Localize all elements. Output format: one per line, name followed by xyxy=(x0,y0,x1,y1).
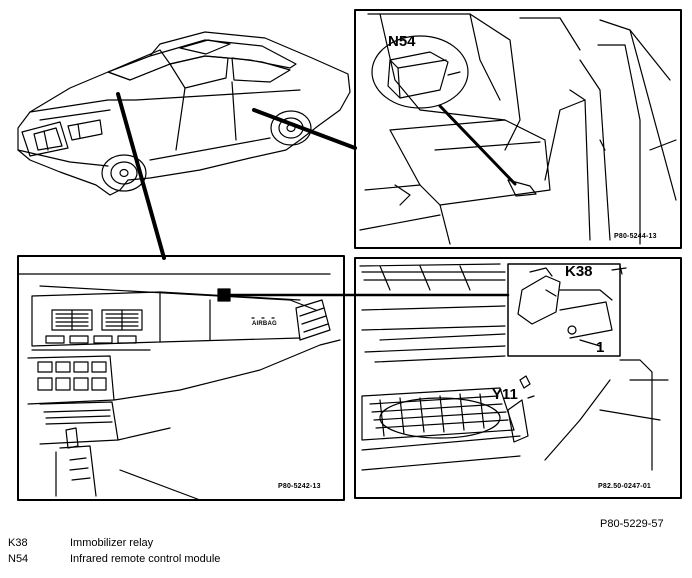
panel-dashboard xyxy=(17,255,345,501)
legend-code: N54 xyxy=(8,553,29,565)
legend-code: K38 xyxy=(8,537,28,549)
panel-code-glovebox: P82.50-0247-01 xyxy=(598,483,652,490)
airbag-label: AIRBAG xyxy=(252,321,277,327)
pointer-line-rear-seat xyxy=(252,108,357,150)
pointer-line-dashboard xyxy=(116,92,166,260)
callout-item-1: 1 xyxy=(596,339,605,356)
panel-rear-seat xyxy=(354,9,682,249)
panel-glovebox xyxy=(354,257,682,499)
panel-code-dashboard: P80-5242-13 xyxy=(278,483,321,490)
callout-y11: Y11 xyxy=(492,386,518,403)
legend-description: Infrared remote control module xyxy=(70,553,221,565)
car-illustration xyxy=(17,31,351,196)
legend-description: Immobilizer relay xyxy=(70,537,154,549)
callout-n54: N54 xyxy=(388,33,416,50)
callout-k38: K38 xyxy=(565,263,593,280)
figure-reference: P80-5229-57 xyxy=(600,518,664,530)
panel-code-rear-seat: P80-5244-13 xyxy=(614,233,657,240)
